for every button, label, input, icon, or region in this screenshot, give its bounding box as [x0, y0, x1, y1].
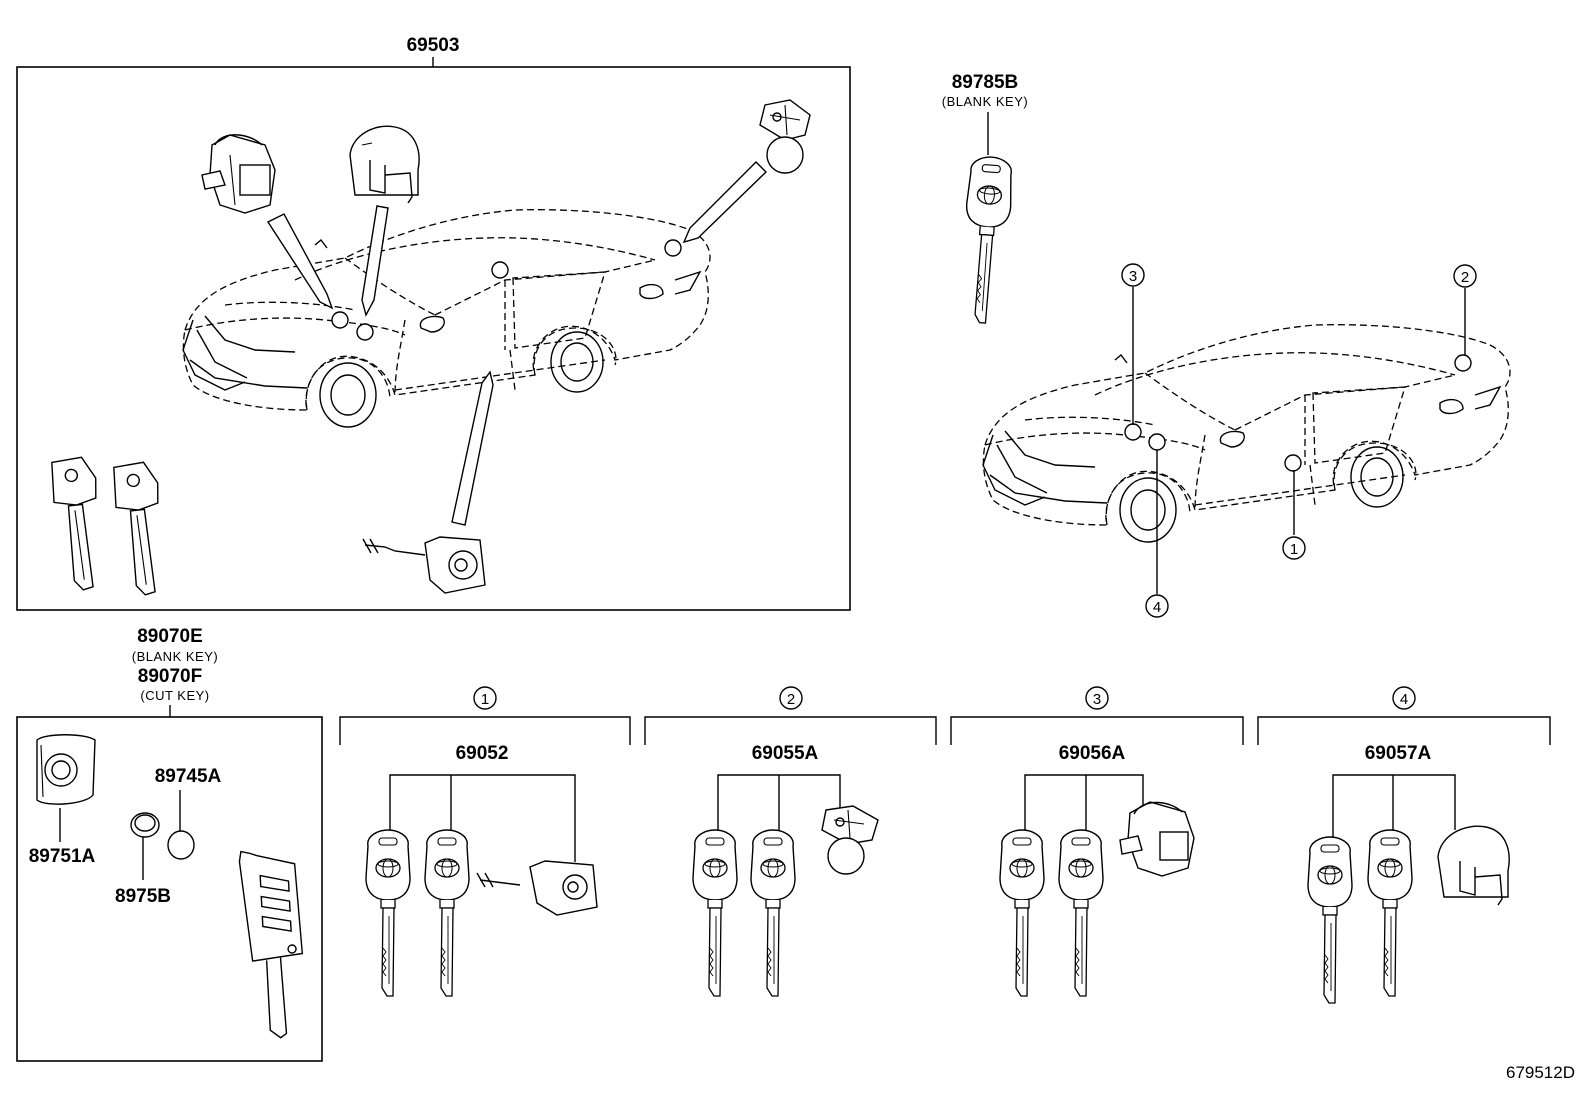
battery-part-no: 89745A	[155, 766, 222, 787]
battery-icon	[167, 830, 195, 860]
flip-key-icon	[238, 850, 304, 1039]
set-1-key-a-icon	[365, 829, 411, 997]
set-1-key-b-icon	[424, 829, 470, 997]
set-1-marker: 1	[481, 691, 489, 708]
assembly-key-2-icon	[113, 461, 159, 596]
set-4-key-a-icon	[1307, 836, 1353, 1004]
set-1: 1 69052	[339, 686, 631, 997]
assembly-box	[16, 66, 851, 611]
spacer-part-no: 8975B	[115, 886, 171, 907]
door-cylinder-icon	[362, 536, 486, 594]
set-4-marker: 4	[1400, 691, 1408, 708]
set-2-marker: 2	[787, 691, 795, 708]
key-cover-part-no: 89751A	[29, 846, 96, 867]
arrows	[266, 161, 767, 526]
set-3-ignition-cylinder-icon	[1119, 801, 1195, 877]
assembly-part-no: 69503	[407, 35, 460, 56]
blank-key-icon	[957, 154, 1015, 325]
marker-1: 1	[1290, 541, 1298, 558]
car-illustration-locator	[982, 323, 1511, 543]
set-3: 3 69056A	[950, 686, 1244, 997]
marker-3: 3	[1129, 268, 1137, 285]
set-1-part-no: 69052	[456, 743, 509, 764]
keyset-note-1: (BLANK KEY)	[132, 649, 218, 664]
set-4: 4 69057A	[1257, 686, 1551, 1004]
set-2-key-a-icon	[692, 829, 738, 997]
locator-markers: 3 2 1 4	[1121, 263, 1477, 618]
blank-key-part-no: 89785B	[952, 72, 1019, 93]
set-1-door-cylinder-icon	[476, 860, 598, 916]
set-3-key-b-icon	[1058, 829, 1104, 997]
keyset-part-no-1: 89070E	[137, 626, 203, 647]
marker-2: 2	[1461, 269, 1469, 286]
rear-cylinder-icon	[759, 99, 811, 174]
set-2-key-b-icon	[750, 829, 796, 997]
set-3-key-a-icon	[999, 829, 1045, 997]
assembly-key-1-icon	[51, 456, 97, 591]
keyset-note-2: (CUT KEY)	[140, 688, 209, 703]
set-2-rear-cylinder-icon	[821, 805, 879, 875]
set-3-part-no: 69056A	[1059, 743, 1126, 764]
set-2: 2 69055A	[644, 686, 937, 997]
spacer-icon	[130, 812, 160, 838]
set-4-key-b-icon	[1367, 829, 1413, 997]
ignition-cylinder-icon	[201, 134, 276, 214]
set-3-marker: 3	[1093, 691, 1101, 708]
marker-4: 4	[1153, 599, 1161, 616]
blank-key-note: (BLANK KEY)	[942, 94, 1028, 109]
key-cover-icon	[36, 734, 96, 805]
trunk-cylinder-icon	[349, 125, 420, 204]
keyset-part-no-2: 89070F	[138, 666, 202, 687]
set-2-part-no: 69055A	[752, 743, 819, 764]
set-4-part-no: 69057A	[1365, 743, 1432, 764]
keyset-box	[16, 716, 323, 1062]
set-4-trunk-cylinder-icon	[1437, 825, 1510, 906]
car-illustration-assembly	[182, 208, 711, 428]
drawing-id: 679512D	[1506, 1063, 1575, 1082]
